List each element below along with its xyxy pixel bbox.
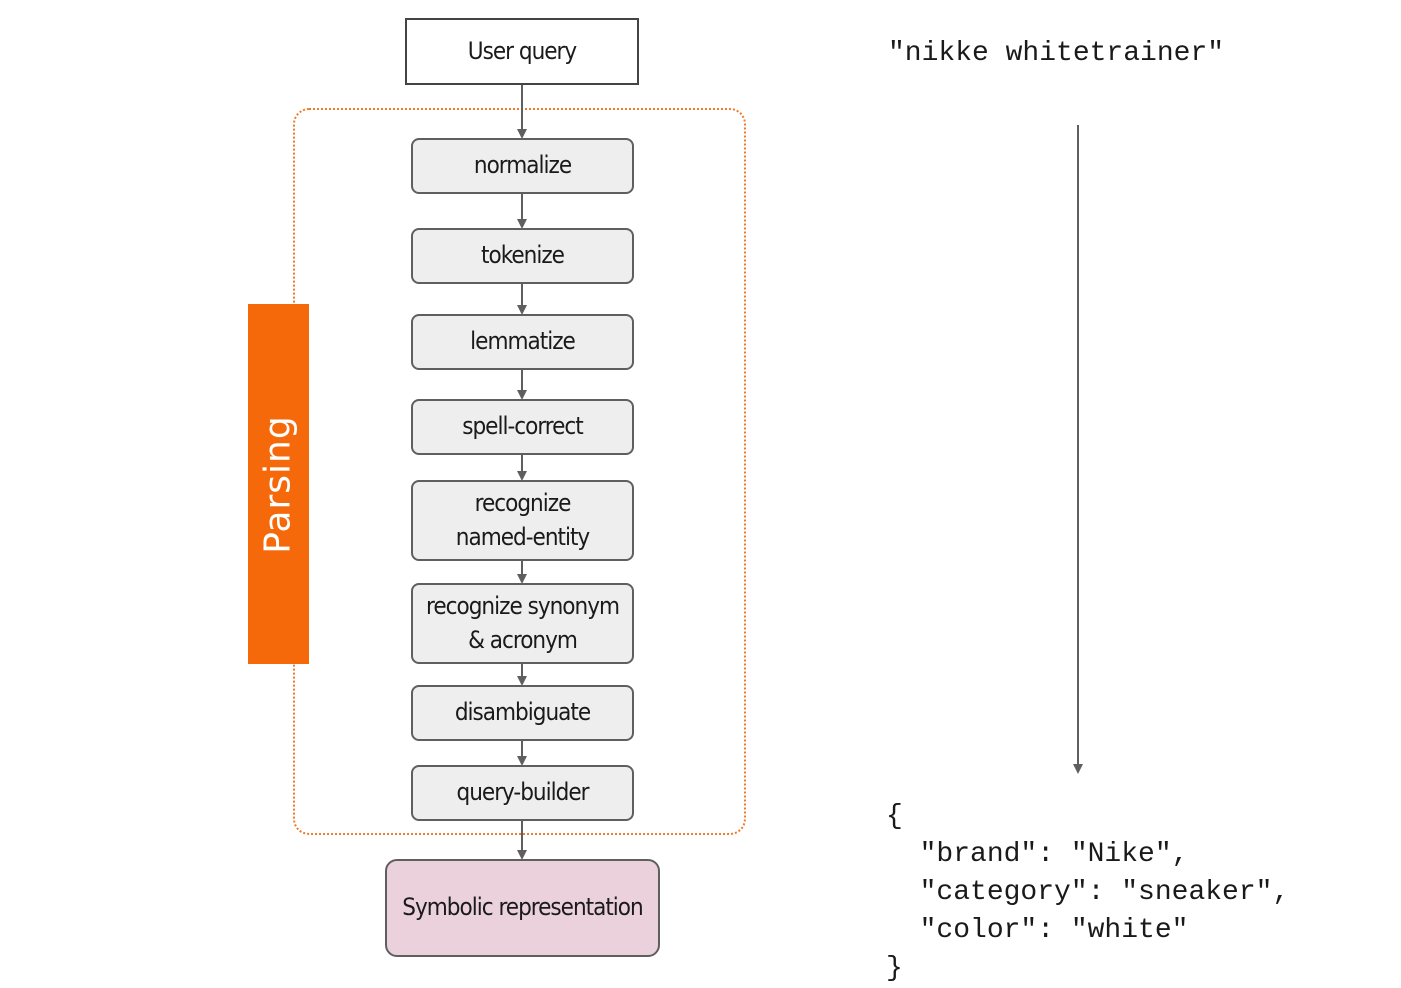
step-spell-correct: spell-correct <box>411 399 634 455</box>
step-recognize-synonym-acronym: recognize synonym & acronym <box>411 583 634 664</box>
step-recognize-named-entity: recognize named-entity <box>411 480 634 561</box>
example-input-query: "nikke whitetrainer" <box>888 38 1225 69</box>
step-disambiguate: disambiguate <box>411 685 634 741</box>
example-output-line: "brand": "Nike", <box>886 839 1189 870</box>
symbolic-representation-box: Symbolic representation <box>385 859 660 957</box>
parsing-group-bar: Parsing <box>248 304 309 664</box>
parsing-group-label: Parsing <box>258 414 300 554</box>
step-query-builder: query-builder <box>411 765 634 821</box>
user-query-box: User query <box>405 18 639 85</box>
example-output-json: { "brand": "Nike", "category": "sneaker"… <box>886 798 1289 988</box>
step-tokenize: tokenize <box>411 228 634 284</box>
step-lemmatize: lemmatize <box>411 314 634 370</box>
example-output-line: } <box>886 953 903 984</box>
step-normalize: normalize <box>411 138 634 194</box>
example-output-line: "color": "white" <box>886 915 1189 946</box>
example-output-line: "category": "sneaker", <box>886 877 1290 908</box>
example-output-line: { <box>886 801 903 832</box>
